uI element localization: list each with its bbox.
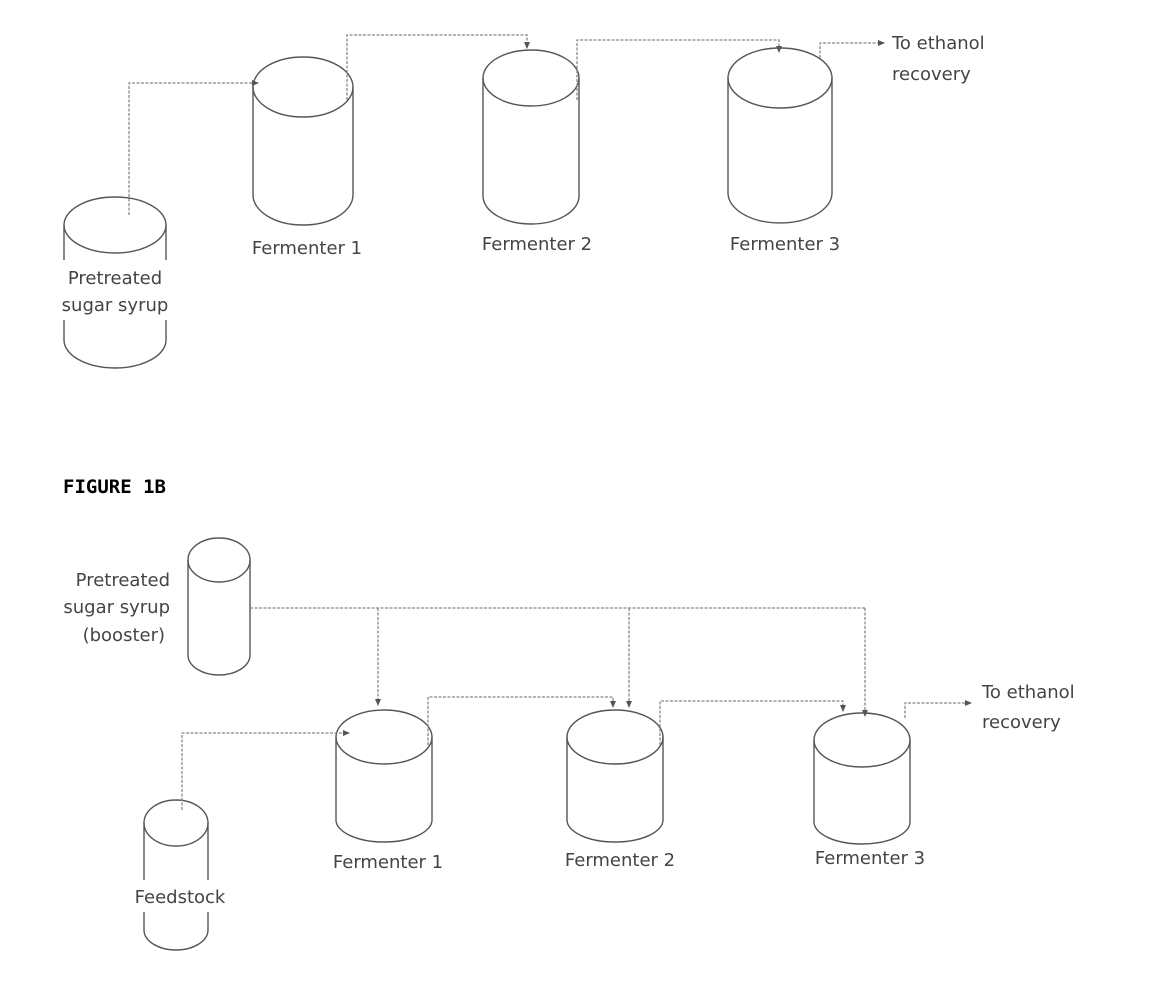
pipe-f3-to-recovery-b [905,703,971,718]
pipe-f2-to-f3-b [660,701,843,745]
figure-1b: Pretreated sugar syrup (booster) Feedsto… [63,538,1074,950]
booster-label-1: Pretreated [76,570,170,591]
pipe-f2-to-f3 [577,40,779,100]
fermenter-1: Fermenter 1 [252,57,362,259]
fermenter-2: Fermenter 2 [482,50,592,255]
fermenter-2-label: Fermenter 2 [482,234,592,255]
fermenter-3: Fermenter 3 [728,48,840,255]
output-b-label-2: recovery [982,712,1061,733]
pipe-f3-to-recovery [820,43,884,58]
feedstock-tank: Feedstock [135,800,226,950]
booster-label-3: (booster) [83,625,165,646]
syrup-tank: Pretreated sugar syrup [58,197,178,368]
fermenter-3b: Fermenter 3 [814,713,925,869]
output-b-label-1: To ethanol [981,682,1075,703]
fermenter-3-label: Fermenter 3 [730,234,840,255]
syrup-tank-label-1: Pretreated [68,268,162,289]
fermenter-1b: Fermenter 1 [333,710,443,873]
figure-1b-title: FIGURE 1B [63,476,166,498]
booster-label-2: sugar syrup [63,597,170,618]
output-label-1: To ethanol [891,33,985,54]
pipe-f1-to-f2-b [428,697,613,745]
fermenter-1-label: Fermenter 1 [252,238,362,259]
booster-tank: Pretreated sugar syrup (booster) [63,538,250,675]
pipe-syrup-to-f1 [129,83,258,215]
figure-1a: Pretreated sugar syrup Fermenter 1 Ferme… [58,33,985,368]
fermenter-3b-label: Fermenter 3 [815,848,925,869]
fermenter-2b: Fermenter 2 [565,710,675,871]
syrup-tank-label-2: sugar syrup [62,295,169,316]
pipe-f1-to-f2 [347,35,527,100]
output-label-2: recovery [892,64,971,85]
feedstock-label: Feedstock [135,887,226,908]
fermenter-2b-label: Fermenter 2 [565,850,675,871]
pipe-feedstock-to-f1 [182,733,349,810]
fermenter-1b-label: Fermenter 1 [333,852,443,873]
